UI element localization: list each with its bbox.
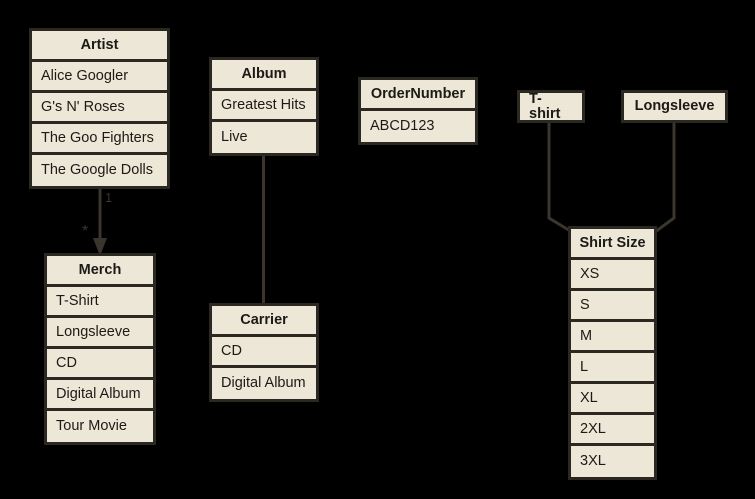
- entity-shirt-size-header: Shirt Size: [571, 229, 654, 260]
- entity-shirt-size-row[interactable]: S: [571, 291, 654, 322]
- entity-shirt-size-row[interactable]: 3XL: [571, 446, 654, 477]
- entity-artist-row[interactable]: The Goo Fighters: [32, 124, 167, 155]
- entity-merch-header: Merch: [47, 256, 153, 287]
- entity-shirt-size-row[interactable]: XL: [571, 384, 654, 415]
- entity-merch-row[interactable]: Digital Album: [47, 380, 153, 411]
- entity-order-number[interactable]: OrderNumber ABCD123: [358, 77, 478, 145]
- entity-longsleeve[interactable]: Longsleeve: [621, 90, 728, 123]
- entity-order-number-header: OrderNumber: [361, 80, 475, 111]
- entity-artist-row[interactable]: G's N' Roses: [32, 93, 167, 124]
- entity-artist[interactable]: Artist Alice Googler G's N' Roses The Go…: [29, 28, 170, 189]
- entity-shirt-size-row[interactable]: L: [571, 353, 654, 384]
- entity-shirt-size-row[interactable]: 2XL: [571, 415, 654, 446]
- entity-longsleeve-header: Longsleeve: [624, 93, 725, 120]
- entity-album[interactable]: Album Greatest Hits Live: [209, 57, 319, 156]
- multiplicity-source-label: 1: [105, 190, 113, 205]
- entity-carrier-header: Carrier: [212, 306, 316, 337]
- entity-album-row[interactable]: Greatest Hits: [212, 91, 316, 122]
- entity-merch-row[interactable]: T-Shirt: [47, 287, 153, 318]
- entity-tshirt-header: T-shirt: [520, 92, 582, 121]
- edge-artist-to-merch: [93, 182, 107, 256]
- entity-order-number-row[interactable]: ABCD123: [361, 111, 475, 142]
- entity-carrier-row[interactable]: CD: [212, 337, 316, 368]
- entity-shirt-size[interactable]: Shirt Size XS S M L XL 2XL 3XL: [568, 226, 657, 480]
- entity-merch-row[interactable]: Tour Movie: [47, 411, 153, 442]
- entity-merch-row[interactable]: CD: [47, 349, 153, 380]
- entity-artist-row[interactable]: The Google Dolls: [32, 155, 167, 186]
- entity-merch-row[interactable]: Longsleeve: [47, 318, 153, 349]
- entity-tshirt[interactable]: T-shirt: [517, 90, 585, 123]
- entity-carrier-row[interactable]: Digital Album: [212, 368, 316, 399]
- entity-artist-row[interactable]: Alice Googler: [32, 62, 167, 93]
- edge-album-to-carrier: [262, 88, 265, 308]
- entity-album-row[interactable]: Live: [212, 122, 316, 153]
- edge-longsleeve-to-shirt-size: [654, 118, 676, 234]
- entity-shirt-size-row[interactable]: M: [571, 322, 654, 353]
- entity-artist-header: Artist: [32, 31, 167, 62]
- entity-carrier[interactable]: Carrier CD Digital Album: [209, 303, 319, 402]
- entity-merch[interactable]: Merch T-Shirt Longsleeve CD Digital Albu…: [44, 253, 156, 445]
- entity-album-header: Album: [212, 60, 316, 91]
- multiplicity-target-label: *: [82, 223, 89, 240]
- entity-shirt-size-row[interactable]: XS: [571, 260, 654, 291]
- edge-tshirt-to-shirt-size: [547, 118, 573, 234]
